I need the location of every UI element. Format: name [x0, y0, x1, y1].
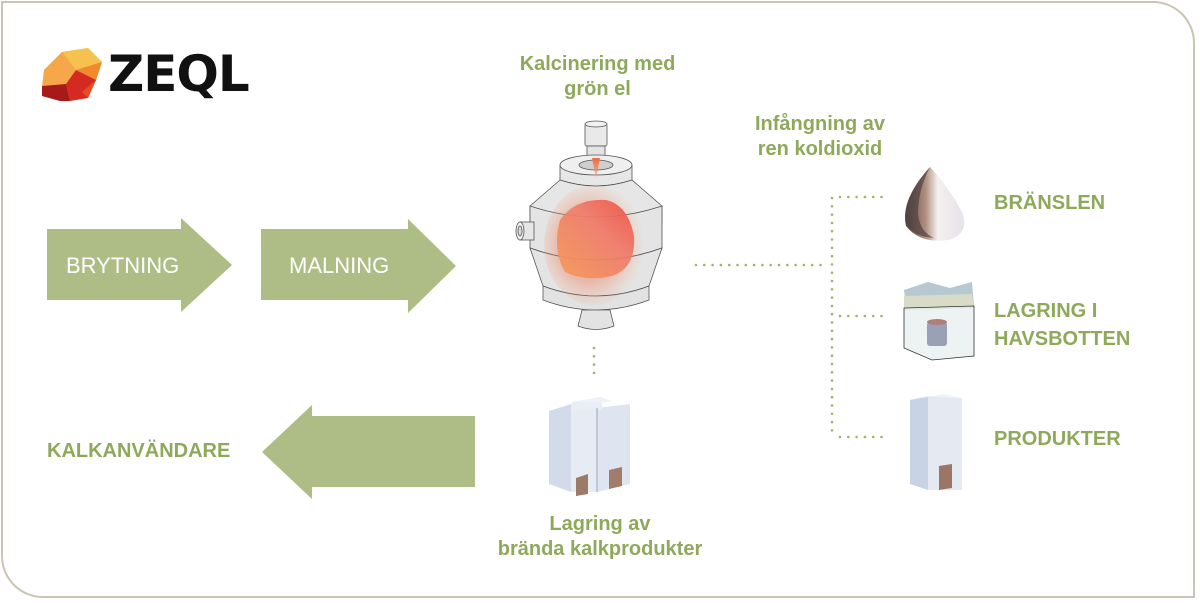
connector-dot	[592, 363, 596, 366]
output-label-products: PRODUKTER	[994, 428, 1121, 450]
connector-dot	[830, 387, 834, 391]
arrow-brytning	[47, 218, 232, 312]
connector-dot	[819, 263, 822, 267]
connector-dot	[830, 429, 834, 432]
connector-dot	[830, 371, 834, 374]
connector-dot	[703, 263, 706, 267]
connector-dot	[830, 329, 834, 333]
fuel-drop-icon	[905, 167, 965, 241]
seabed-storage-icon	[903, 282, 975, 361]
connector-dot	[830, 246, 834, 250]
connector-dot	[880, 195, 883, 199]
calcination-title-line2: grön el	[564, 78, 631, 100]
connector-dot	[727, 263, 731, 267]
connector-dot	[871, 195, 875, 199]
storage-title-line1: Lagring av	[549, 513, 651, 535]
output-label-seabed-line2: HAVSBOTTEN	[994, 328, 1131, 350]
connector-dot	[847, 435, 850, 439]
connector-dot	[863, 435, 867, 439]
capture-title: Infångning av ren koldioxid	[725, 112, 915, 162]
connector-dot	[830, 271, 834, 275]
output-label-seabed-line1: LAGRING I	[994, 300, 1098, 322]
connector-dot	[863, 195, 867, 199]
connector-dot	[744, 263, 748, 267]
silo-icon	[549, 397, 630, 496]
connector-dot	[592, 371, 596, 375]
connector-dot	[847, 314, 850, 318]
connector-dot	[830, 412, 834, 416]
connector-dot	[830, 254, 834, 258]
output-label-fuel: BRÄNSLEN	[994, 192, 1106, 214]
arrow-to-end-user	[262, 405, 475, 499]
arrow-label-malning: MALNING	[289, 253, 390, 278]
connector-dot	[830, 196, 834, 200]
connector-dot	[855, 314, 858, 318]
connector-dot	[855, 435, 858, 439]
connector-dot	[830, 238, 834, 241]
connector-dot	[592, 346, 596, 350]
connector-dot	[794, 263, 797, 267]
connector-dot	[830, 404, 834, 407]
connector-dot	[711, 263, 714, 267]
connector-dot	[592, 355, 596, 358]
zeql-logo-icon	[42, 48, 102, 101]
connector-dot	[694, 263, 698, 267]
connector-dot	[838, 314, 842, 318]
connector-dot	[810, 263, 814, 267]
connector-dot	[830, 213, 834, 216]
product-building-icon	[910, 394, 962, 490]
connector-dot	[847, 195, 850, 199]
connector-dot	[838, 435, 842, 439]
connector-dot	[736, 263, 739, 267]
connector-dot	[761, 263, 764, 267]
connector-dot	[830, 420, 834, 424]
kiln-flame	[592, 158, 600, 178]
connector-dot	[777, 263, 781, 267]
connector-dot	[871, 314, 875, 318]
capture-title-line1: Infångning av	[755, 113, 885, 135]
connector-dot	[830, 312, 834, 316]
connector-dot	[830, 362, 834, 366]
end-user-label: KALKANVÄNDARE	[47, 440, 231, 462]
connector-dot	[786, 263, 789, 267]
connector-dot	[719, 263, 723, 267]
arrow-label-brytning: BRYTNING	[66, 253, 180, 278]
connector-dot	[830, 229, 834, 233]
storage-title: Lagring av brända kalkprodukter	[465, 512, 735, 562]
connector-dot	[838, 195, 842, 199]
dotted-connectors	[592, 195, 883, 439]
connector-dot	[871, 435, 875, 439]
connector-dot	[802, 263, 806, 267]
connector-dot	[752, 263, 756, 267]
connector-dot	[830, 221, 834, 225]
connector-dot	[830, 296, 834, 299]
calcination-title: Kalcinering med grön el	[490, 52, 705, 102]
arrow-malning	[261, 219, 456, 313]
connector-dot	[830, 279, 834, 283]
connector-dot	[830, 321, 834, 324]
connector-dot	[830, 304, 834, 308]
connector-dot	[830, 205, 834, 208]
connector-dot	[830, 288, 834, 291]
connector-dot	[880, 314, 883, 318]
connector-dot	[830, 354, 834, 358]
connector-dot	[769, 263, 772, 267]
connector-dot	[830, 263, 834, 266]
connector-dot	[830, 379, 834, 382]
storage-title-line2: brända kalkprodukter	[497, 538, 703, 560]
connector-dot	[830, 337, 834, 341]
brand-name: ZEQL	[108, 45, 250, 103]
capture-title-line2: ren koldioxid	[757, 138, 883, 160]
connector-dot	[830, 346, 834, 349]
output-label-seabed: LAGRING I HAVSBOTTEN	[994, 297, 1130, 353]
calcination-title-line1: Kalcinering med	[519, 53, 676, 75]
connector-dot	[855, 195, 858, 199]
connector-dot	[880, 435, 883, 439]
connector-dot	[863, 314, 867, 318]
kiln-glow	[556, 199, 635, 279]
connector-dot	[830, 395, 834, 399]
